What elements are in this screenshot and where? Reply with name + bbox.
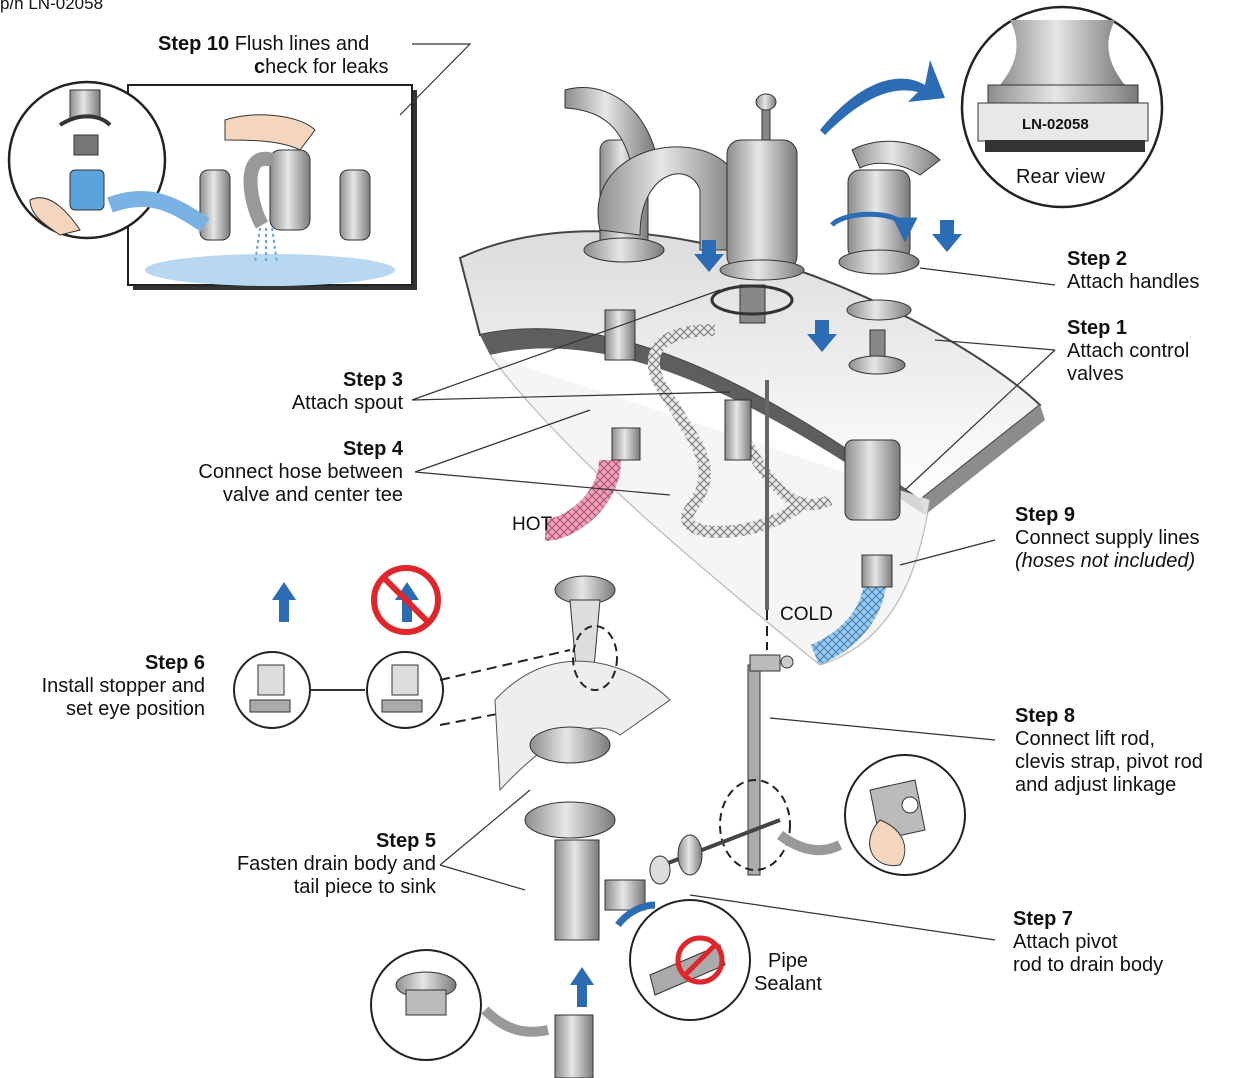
step9-line2: (hoses not included) xyxy=(1015,550,1196,572)
step6-title: Step 6 xyxy=(144,652,205,674)
step4-label: Step 4 Connect hose between valve and ce… xyxy=(140,438,403,507)
step2-title: Step 2 xyxy=(1067,248,1128,270)
hot-label: HOT xyxy=(512,514,553,535)
step10-inset-panel xyxy=(127,84,417,290)
step8-line2: clevis strap, pivot rod xyxy=(1015,751,1203,773)
step1-line2: valves xyxy=(1067,363,1124,385)
pipe-sealant-detail xyxy=(615,899,751,1021)
right-handle-assembly xyxy=(830,140,941,375)
aerator-detail-circle xyxy=(7,80,210,240)
rear-view-badge: LN-02058 xyxy=(1022,116,1089,133)
stopper-eye-detail-left xyxy=(233,651,365,729)
pipe-sealant-line1: Pipe xyxy=(767,950,809,972)
step10-bold-c: c xyxy=(254,56,266,78)
step7-title: Step 7 xyxy=(1013,908,1074,930)
spout xyxy=(597,93,805,324)
step7-line2: rod to drain body xyxy=(1013,954,1164,976)
step7-line1: Attach pivot xyxy=(1013,931,1118,953)
drain-assembly xyxy=(494,575,671,1078)
stopper-eye-detail-right xyxy=(366,649,571,729)
step8-label: Step 8 Connect lift rod, clevis strap, p… xyxy=(1015,705,1203,797)
step5-title: Step 5 xyxy=(375,830,436,852)
step5-line2: tail piece to sink xyxy=(293,876,436,898)
stopper-direction-arrows xyxy=(272,565,441,635)
rear-view-label: Rear view xyxy=(1016,166,1105,188)
under-sink-plumbing xyxy=(543,324,901,666)
step5-line1: Fasten drain body and xyxy=(236,853,436,875)
step10-title: Step 10 xyxy=(158,33,230,55)
step5-label: Step 5 Fasten drain body and tail piece … xyxy=(180,830,436,899)
step4-line1: Connect hose between xyxy=(198,461,403,483)
pipe-sealant-line2: Sealant xyxy=(754,973,822,995)
install-arrows xyxy=(694,60,962,352)
step9-line1: Connect supply lines xyxy=(1015,527,1200,549)
step9-label: Step 9 Connect supply lines (hoses not i… xyxy=(1015,504,1200,573)
step8-line1: Connect lift rod, xyxy=(1015,728,1156,750)
step3-text: Attach spout xyxy=(291,392,403,414)
step3-title: Step 3 xyxy=(342,369,403,391)
step1-title: Step 1 xyxy=(1067,317,1128,339)
step10-line1: Flush lines and xyxy=(234,33,370,55)
washer-detail-circle xyxy=(370,949,550,1061)
step10-line2: heck for leaks xyxy=(265,56,389,78)
rear-view-circle xyxy=(960,5,1164,209)
step4-title: Step 4 xyxy=(342,438,403,460)
step8-line3: and adjust linkage xyxy=(1015,774,1177,796)
step1-line1: Attach control xyxy=(1067,340,1190,362)
lift-rod-clevis xyxy=(649,654,843,885)
step9-title: Step 9 xyxy=(1015,504,1076,526)
step6-label: Step 6 Install stopper and set eye posit… xyxy=(0,652,205,721)
clevis-detail-circle xyxy=(844,754,966,876)
step2-text: Attach handles xyxy=(1067,271,1200,293)
step8-title: Step 8 xyxy=(1015,705,1076,727)
model-number: p/n LN-02058 xyxy=(0,0,104,13)
sink-deck xyxy=(458,230,1045,666)
step3-label: Step 3 Attach spout xyxy=(200,369,403,415)
step10-label: Step 10 Flush lines and check for leaks xyxy=(158,33,389,79)
leader-lines xyxy=(399,43,1056,941)
step2-label: Step 2 Attach handles xyxy=(1067,248,1199,294)
step6-line2: set eye position xyxy=(66,698,205,720)
cold-label: COLD xyxy=(780,604,833,625)
step7-label: Step 7 Attach pivot rod to drain body xyxy=(1013,908,1163,977)
step6-line1: Install stopper and xyxy=(41,675,205,697)
step1-label: Step 1 Attach control valves xyxy=(1067,317,1189,386)
step4-line2: valve and center tee xyxy=(222,484,403,506)
pipe-sealant-label: Pipe Sealant xyxy=(738,950,838,996)
